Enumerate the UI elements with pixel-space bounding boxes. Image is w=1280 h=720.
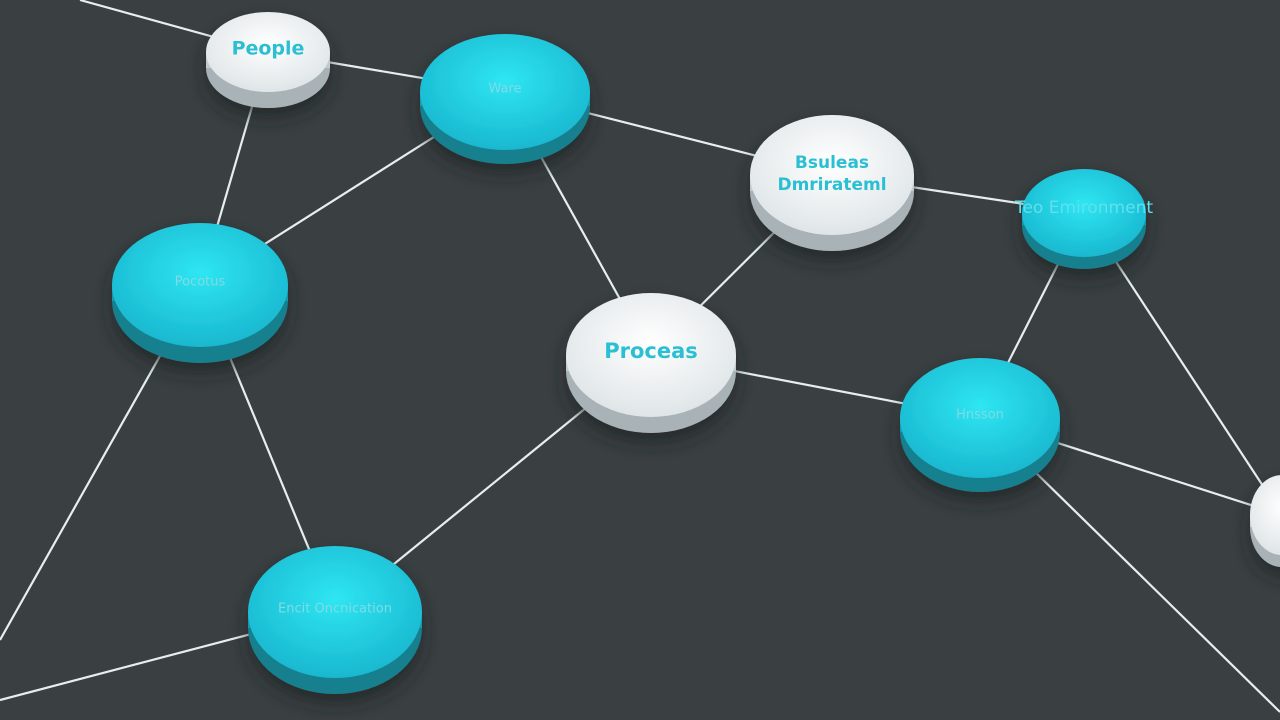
node-label: Bsuleas	[795, 153, 869, 173]
node-top	[420, 34, 590, 150]
node-ware[interactable]: Ware	[420, 34, 590, 164]
node-label: Dmrirateml	[777, 175, 886, 195]
node-people[interactable]: People	[206, 12, 330, 108]
node-process[interactable]: Proceas	[566, 293, 736, 433]
node-top	[900, 358, 1060, 478]
node-top	[248, 546, 422, 678]
node-hnsson[interactable]: Hnsson	[900, 358, 1060, 492]
node-label: People	[232, 38, 305, 60]
node-label: Hnsson	[956, 408, 1004, 423]
node-label: Proceas	[604, 339, 698, 363]
node-label: Ware	[488, 82, 521, 97]
node-label: Pocotus	[175, 275, 226, 290]
node-top	[1022, 169, 1146, 257]
node-top	[206, 12, 330, 92]
node-label: Teo Emironment	[1014, 198, 1153, 218]
node-environment[interactable]: Teo Emironment	[1014, 169, 1153, 269]
node-top	[566, 293, 736, 417]
node-pocotus[interactable]: Pocotus	[112, 223, 288, 363]
node-label: Encit Oncnication	[278, 602, 392, 617]
node-encit[interactable]: Encit Oncnication	[248, 546, 422, 694]
node-top	[750, 115, 914, 235]
edge-environment-offscreen	[1083, 212, 1280, 514]
node-offscreen[interactable]	[1250, 475, 1280, 567]
node-top	[1250, 475, 1280, 555]
node-top	[112, 223, 288, 347]
